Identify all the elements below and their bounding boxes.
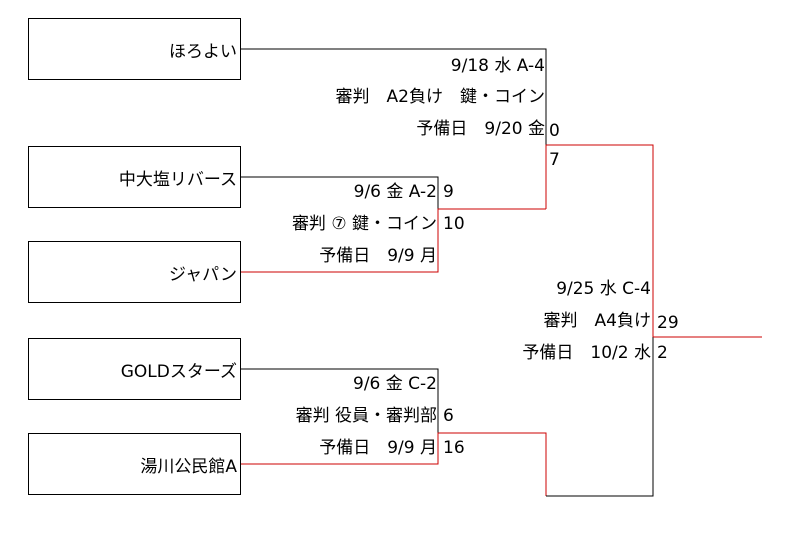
bracket-line-m1-top bbox=[241, 176, 439, 209]
bracket-line-m4-bottom bbox=[546, 337, 654, 497]
match4-score-bottom: 2 bbox=[657, 343, 668, 363]
match2-score-bottom: 16 bbox=[443, 438, 465, 458]
team-name: 湯川公民館A bbox=[140, 456, 237, 477]
match2-date: 9/6 金 C-2 bbox=[353, 374, 437, 394]
team-name: 中大塩リバース bbox=[118, 169, 237, 190]
match3-referee: 審判 A2負け 鍵・コイン bbox=[335, 87, 545, 107]
match1-referee: 審判 ⑦ 鍵・コイン bbox=[291, 214, 437, 234]
match1-reserve-day: 予備日 9/9 月 bbox=[319, 246, 437, 266]
match3-date: 9/18 水 A-4 bbox=[450, 56, 545, 76]
match3-score-bottom: 7 bbox=[549, 150, 560, 170]
match4-referee: 審判 A4負け bbox=[543, 311, 651, 331]
team-box-yukawa-kominkan-a: 湯川公民館A bbox=[28, 433, 241, 495]
match4-score-top: 29 bbox=[657, 313, 679, 333]
bracket-line-m1-bottom bbox=[241, 208, 546, 273]
team-name: ジャパン bbox=[169, 264, 237, 285]
team-box-horoyoi: ほろよい bbox=[28, 18, 241, 80]
bracket-line-m3-top bbox=[241, 48, 547, 145]
match2-referee: 審判 役員・審判部 bbox=[295, 406, 437, 426]
match2-score-top: 6 bbox=[443, 406, 454, 426]
team-box-nakaoshio-rivers: 中大塩リバース bbox=[28, 146, 241, 208]
match4-reserve-day: 予備日 10/2 水 bbox=[522, 343, 651, 363]
match3-reserve-day: 予備日 9/20 金 bbox=[416, 119, 545, 139]
match4-date: 9/25 水 C-4 bbox=[556, 279, 651, 299]
match1-score-top: 9 bbox=[443, 182, 454, 202]
bracket-line-m2-bottom bbox=[241, 432, 547, 496]
team-name: ほろよい bbox=[169, 41, 237, 62]
bracket-line-m2-top bbox=[241, 368, 439, 433]
team-box-japan: ジャパン bbox=[28, 241, 241, 303]
team-box-gold-stars: GOLDスターズ bbox=[28, 338, 241, 400]
bracket-line-m3-bottom bbox=[545, 144, 654, 337]
match2-reserve-day: 予備日 9/9 月 bbox=[319, 438, 437, 458]
match1-score-bottom: 10 bbox=[443, 214, 465, 234]
match1-date: 9/6 金 A-2 bbox=[353, 182, 437, 202]
team-name: GOLDスターズ bbox=[120, 361, 237, 382]
match3-score-top: 0 bbox=[549, 121, 560, 141]
